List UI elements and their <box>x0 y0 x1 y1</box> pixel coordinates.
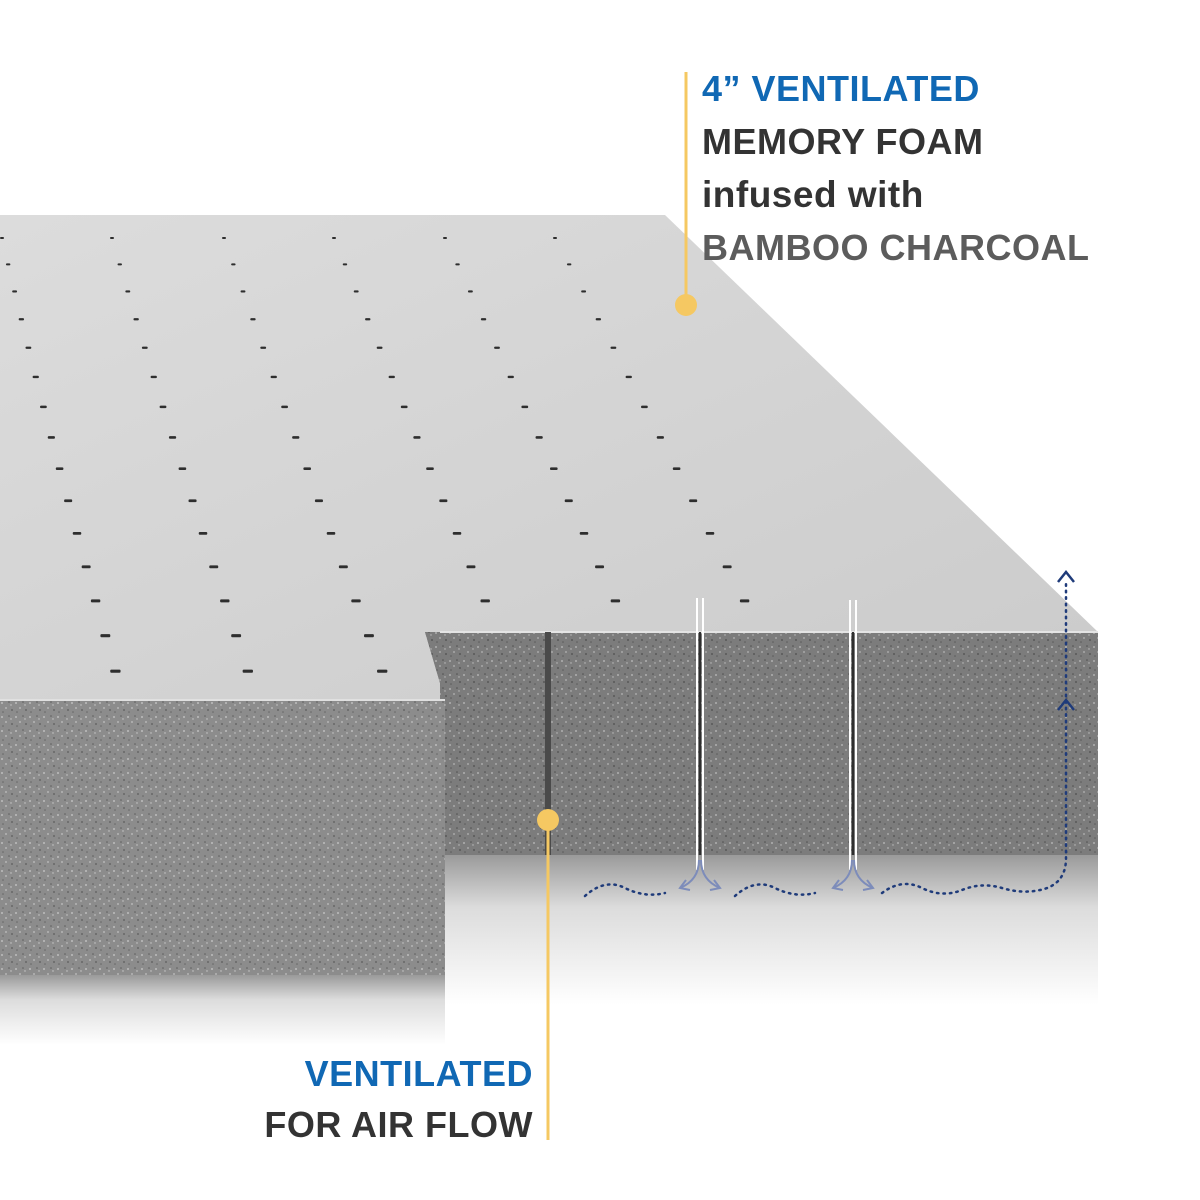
ventilation-channels <box>545 598 857 870</box>
airflow-arrow-icon <box>678 859 875 891</box>
airflow-up-arrow-icon <box>1057 569 1075 711</box>
foam-top-surface <box>0 215 1098 700</box>
callout-bottom-pointer <box>537 809 559 1140</box>
bottom-callout-text: VENTILATED FOR AIR FLOW <box>264 1048 533 1150</box>
cut-block-shadow <box>445 855 1098 1005</box>
callout-dot-icon <box>537 809 559 831</box>
callout-subhead: MEMORY FOAM <box>702 121 984 162</box>
callout-connector: infused with <box>702 174 924 215</box>
callout-headline: VENTILATED <box>304 1053 533 1094</box>
callout-headline: 4” VENTILATED <box>702 68 980 109</box>
callout-top-pointer <box>675 72 697 316</box>
airflow-path <box>583 578 1068 898</box>
callout-dot-icon <box>675 294 697 316</box>
front-block-shadow <box>0 975 445 1045</box>
ventilation-holes <box>0 237 750 673</box>
top-callout-text: 4” VENTILATED MEMORY FOAM infused with B… <box>702 62 1089 274</box>
callout-subhead: FOR AIR FLOW <box>264 1104 533 1145</box>
foam-front-face <box>0 700 445 975</box>
callout-material: BAMBOO CHARCOAL <box>702 227 1090 268</box>
